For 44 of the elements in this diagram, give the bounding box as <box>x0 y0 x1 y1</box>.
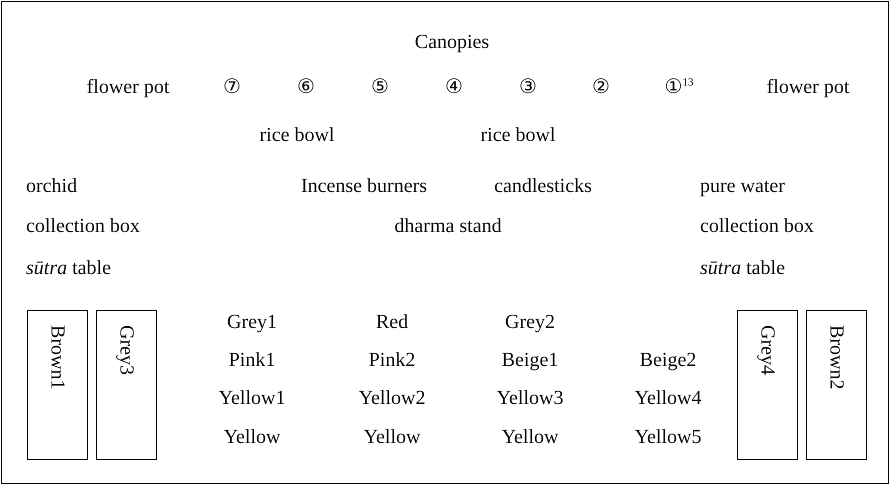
item-label: sūtra table <box>26 257 111 279</box>
color-label: Pink1 <box>228 349 276 371</box>
item-label: Incense burners <box>300 175 428 197</box>
circled-number: ⑥ <box>297 76 315 98</box>
color-label: Yellow5 <box>634 426 702 448</box>
label-box <box>27 310 88 460</box>
label-box <box>737 310 798 460</box>
item-label: collection box <box>700 215 814 237</box>
item-label: pure water <box>700 175 785 197</box>
color-label: Yellow2 <box>358 387 426 409</box>
color-label: Yellow <box>224 426 280 448</box>
circled-number: ①$^{13}$ <box>664 76 694 98</box>
title-label: Canopies <box>414 31 490 53</box>
circled-number: ⑤ <box>371 76 389 98</box>
item-label: flower pot <box>766 76 850 98</box>
color-label: Beige2 <box>640 349 696 371</box>
vertical-label: Brown1 <box>48 325 68 390</box>
item-label: rice bowl <box>260 124 334 146</box>
circled-number: ③ <box>519 76 537 98</box>
circled-number: ⑦ <box>223 76 241 98</box>
vertical-label: Brown2 <box>826 325 846 390</box>
item-label: rice bowl <box>480 124 556 146</box>
color-label: Beige1 <box>502 349 558 371</box>
item-label: flower pot <box>86 76 170 98</box>
color-label: Yellow1 <box>218 387 286 409</box>
color-label: Yellow <box>364 426 420 448</box>
item-label: dharma stand <box>394 215 502 237</box>
item-label: collection box <box>26 215 140 237</box>
vertical-label: Grey3 <box>116 325 136 375</box>
circled-number: ④ <box>445 76 463 98</box>
color-label: Yellow4 <box>634 387 702 409</box>
item-label: sūtra table <box>700 257 785 279</box>
color-label: Grey1 <box>227 311 277 333</box>
label-box <box>806 310 867 460</box>
item-label: orchid <box>26 175 78 197</box>
color-label: Grey2 <box>505 311 555 333</box>
circled-number: ② <box>592 76 610 98</box>
item-label: candlesticks <box>494 175 592 197</box>
color-label: Pink2 <box>368 349 416 371</box>
vertical-label: Grey4 <box>758 325 778 375</box>
label-box <box>96 310 157 460</box>
color-label: Yellow3 <box>496 387 564 409</box>
color-label: Yellow <box>502 426 558 448</box>
color-label: Red <box>376 311 408 333</box>
